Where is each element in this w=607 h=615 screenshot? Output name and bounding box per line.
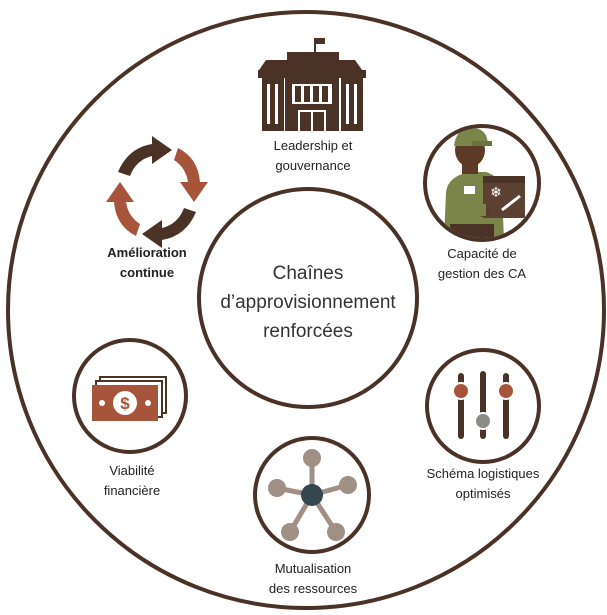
node-schema-label-line1: Schéma logistiques: [427, 466, 540, 481]
sliders-icon: [425, 348, 541, 464]
node-leadership: Leadership et gouvernance: [258, 38, 366, 173]
center-circle: [197, 187, 419, 409]
node-amelioration-label-line1: Amélioration: [107, 245, 187, 260]
center-title-line1: Chaînes: [273, 263, 344, 284]
node-amelioration: Amélioration continue: [106, 136, 208, 280]
node-capacite-label-line2: gestion des CA: [438, 266, 526, 281]
node-mutualisation-label-line2: des ressources: [269, 581, 358, 596]
node-viabilite-label-line1: Viabilité: [109, 463, 154, 478]
svg-text:❄: ❄: [490, 184, 502, 200]
network-hub-icon: [253, 436, 371, 554]
node-amelioration-label-line2: continue: [120, 265, 174, 280]
center-title-line3: renforcées: [263, 321, 353, 342]
node-viabilite-label-line2: financière: [104, 483, 160, 498]
cycle-arrows-icon: [106, 136, 208, 248]
node-mutualisation-label-line1: Mutualisation: [275, 561, 352, 576]
svg-text:$: $: [120, 394, 130, 413]
node-capacite-label-line1: Capacité de: [447, 246, 516, 261]
node-leadership-label-line2: gouvernance: [275, 158, 350, 173]
center-title-line2: d’approvisionnement: [220, 292, 396, 313]
node-viabilite: $ Viabilité financière: [72, 338, 188, 498]
node-schema: Schéma logistiques optimisés: [425, 348, 541, 501]
node-schema-label-line2: optimisés: [456, 486, 511, 501]
dollar-bill-icon: $: [72, 338, 188, 454]
node-capacite: ❄ Capacité de gestion des CA: [423, 124, 541, 281]
node-leadership-label-line1: Leadership et: [274, 138, 353, 153]
center-hub: Chaînes d’approvisionnement renforcées: [197, 187, 419, 409]
government-building-icon: [258, 38, 366, 131]
node-mutualisation: Mutualisation des ressources: [253, 436, 371, 596]
worker-with-cold-box-icon: ❄: [423, 124, 541, 242]
